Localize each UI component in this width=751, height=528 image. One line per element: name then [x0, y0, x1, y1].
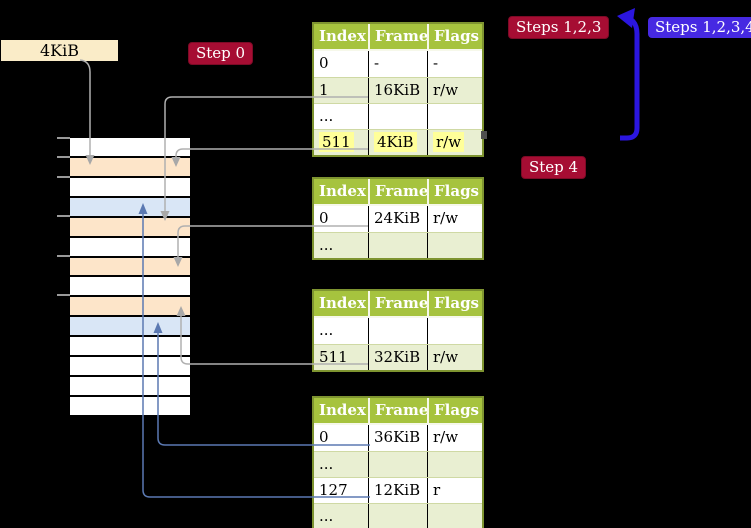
cell-flags: r/w [427, 78, 482, 103]
column-header-index: Index [319, 27, 366, 45]
cell-index: 511 [319, 348, 348, 366]
free-frame-box: 4KiB [1, 40, 118, 61]
cell-index: 0 [319, 209, 329, 227]
step-0-badge: Step 0 [188, 42, 254, 65]
table-row: ... [314, 232, 482, 258]
cell-flags: r/w [427, 130, 482, 155]
table-row: 0 - - [314, 51, 482, 77]
cell-flags [427, 104, 482, 129]
column-header-flags: Flags [427, 179, 482, 204]
cell-frame: - [368, 51, 427, 77]
table-row: 0 36KiB r/w [314, 425, 482, 451]
memory-tick [57, 294, 70, 296]
cell-index: ... [319, 455, 334, 473]
steps-1234-badge: Steps 1,2,3,4 [648, 17, 751, 38]
cell-index: ... [319, 236, 334, 254]
memory-frame-row [70, 217, 190, 236]
table-header-row: Index Frame Flags [314, 179, 482, 206]
cell-frame [368, 452, 427, 477]
cell-flags: - [427, 51, 482, 77]
column-header-index: Index [319, 182, 366, 200]
table-header-row: Index Frame Flags [314, 398, 482, 425]
memory-frame-row [70, 396, 190, 415]
table-row: ... [314, 318, 482, 344]
cell-frame: 36KiB [368, 425, 427, 451]
memory-frame-row [70, 357, 190, 376]
cell-flags [427, 452, 482, 477]
memory-frame-row [70, 297, 190, 316]
memory-frame-row [70, 138, 190, 156]
cell-index: 1 [319, 81, 329, 99]
cell-frame [368, 233, 427, 258]
cell-flags: r/w [427, 345, 482, 370]
column-header-flags: Flags [427, 291, 482, 316]
cell-frame [368, 318, 427, 344]
cell-index: 0 [319, 54, 329, 72]
cell-flags: r [427, 478, 482, 503]
cell-frame [368, 104, 427, 129]
column-header-frame: Frame [368, 398, 427, 423]
memory-frame-row [70, 317, 190, 336]
column-header-flags: Flags [427, 24, 482, 49]
table-row: 511 32KiB r/w [314, 344, 482, 370]
column-header-index: Index [319, 294, 366, 312]
table-row: ... [314, 451, 482, 477]
column-header-frame: Frame [368, 291, 427, 316]
physical-memory-column [70, 138, 190, 415]
cell-index: 0 [319, 428, 329, 446]
cell-frame: 4KiB [368, 130, 427, 155]
cell-frame: 24KiB [368, 206, 427, 232]
memory-tick [57, 176, 70, 178]
page-table-1: Index Frame Flags 0 - - 1 16KiB r/w ... … [312, 22, 484, 157]
memory-frame-row [70, 237, 190, 256]
table-header-row: Index Frame Flags [314, 24, 482, 51]
column-header-flags: Flags [427, 398, 482, 423]
cell-frame [368, 504, 427, 528]
cell-frame: 32KiB [368, 345, 427, 370]
table-row: 0 24KiB r/w [314, 206, 482, 232]
table-row: ... [314, 103, 482, 129]
memory-frame-row [70, 257, 190, 276]
cell-flags: r/w [427, 425, 482, 451]
cell-flags: r/w [427, 206, 482, 232]
page-table-2: Index Frame Flags 0 24KiB r/w ... [312, 177, 484, 260]
table-row-highlighted: 511 4KiB r/w [314, 129, 482, 155]
page-table-4: Index Frame Flags 0 36KiB r/w ... 127 12… [312, 396, 484, 528]
cell-index: ... [319, 507, 334, 525]
table-row: 1 16KiB r/w [314, 77, 482, 103]
steps-123-badge: Steps 1,2,3 [508, 16, 610, 39]
cell-index: 511 [314, 130, 368, 155]
cell-index: 127 [319, 481, 348, 499]
memory-tick [57, 255, 70, 257]
column-header-frame: Frame [368, 24, 427, 49]
cell-frame: 16KiB [368, 78, 427, 103]
column-header-frame: Frame [368, 179, 427, 204]
table-header-row: Index Frame Flags [314, 291, 482, 318]
memory-frame-row [70, 277, 190, 296]
column-header-index: Index [319, 401, 366, 419]
memory-frame-row [70, 337, 190, 356]
memory-frame-row [70, 377, 190, 395]
cell-flags [427, 318, 482, 344]
memory-frame-row [70, 157, 190, 176]
memory-tick [57, 156, 70, 158]
step-4-badge: Step 4 [521, 156, 587, 179]
cell-frame: 12KiB [368, 478, 427, 503]
arrow-steps-loop [617, 8, 640, 141]
cell-flags [427, 504, 482, 528]
table-row: ... [314, 503, 482, 528]
cell-index: ... [319, 321, 334, 339]
memory-frame-row [70, 177, 190, 196]
memory-tick [57, 215, 70, 217]
memory-frame-row [70, 197, 190, 216]
page-table-3: Index Frame Flags ... 511 32KiB r/w [312, 289, 484, 372]
table-row: 127 12KiB r [314, 477, 482, 503]
memory-tick [57, 137, 70, 139]
cell-index: ... [319, 107, 334, 125]
cell-flags [427, 233, 482, 258]
